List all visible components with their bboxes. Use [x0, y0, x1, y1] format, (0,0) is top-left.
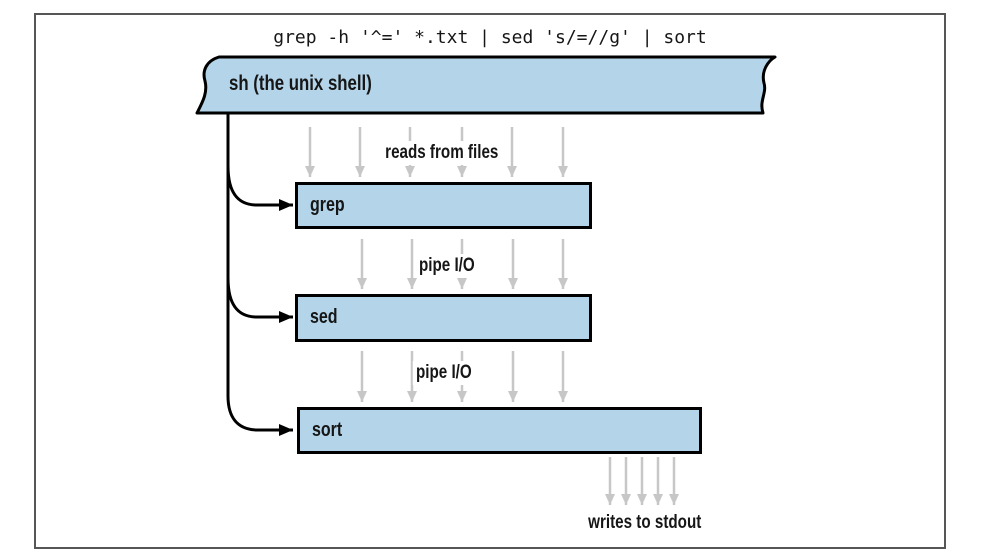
shell-banner-label: sh (the unix shell)	[229, 72, 408, 96]
shell-fork-connectors	[226, 113, 293, 436]
flow-label-pipe-io-2: pipe I/O	[324, 361, 564, 385]
command-text: grep -h '^=' *.txt | sed 's/=//g' | sort	[273, 27, 707, 48]
flow-label-pipe-io-1: pipe I/O	[327, 254, 567, 278]
flow-label-writes-to-stdout: writes to stdout	[525, 511, 765, 535]
shell-banner-label-text: sh (the unix shell)	[229, 72, 372, 95]
flow-label-reads-from-files: reads from files	[322, 141, 562, 165]
flow-label-writes-to-stdout-text: writes to stdout	[585, 511, 705, 535]
output-flow-arrows	[605, 457, 679, 505]
process-box-sed	[295, 294, 592, 342]
process-label-sed-text: sed	[310, 306, 338, 328]
connector-shell-to-sort	[226, 113, 293, 436]
flow-label-reads-from-files-text: reads from files	[382, 141, 502, 165]
process-label-sort: sort	[312, 419, 350, 442]
pipe-sed-sort-arrows	[357, 351, 568, 402]
input-flow-arrows	[305, 127, 568, 177]
connector-shell-to-grep	[226, 165, 293, 211]
shell-banner-shape	[195, 55, 777, 115]
process-box-sort	[297, 407, 702, 454]
flow-label-pipe-io-1-text: pipe I/O	[415, 254, 479, 278]
process-label-grep: grep	[310, 194, 353, 217]
flow-label-pipe-io-2-text: pipe I/O	[412, 361, 476, 385]
process-box-grep	[295, 182, 592, 229]
connector-shell-to-sed	[226, 277, 293, 323]
process-label-sort-text: sort	[312, 419, 343, 441]
process-label-sed: sed	[310, 306, 344, 329]
process-label-grep-text: grep	[310, 194, 345, 216]
